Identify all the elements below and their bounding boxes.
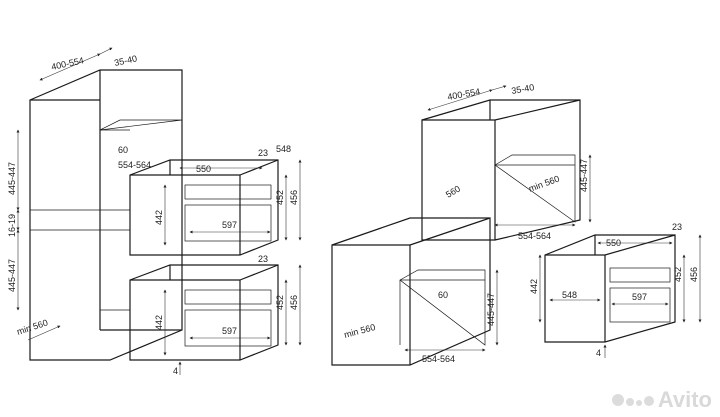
right-lower-cabinet bbox=[331, 217, 491, 366]
left-lower-oven-front-width: 597 bbox=[222, 326, 237, 336]
right-oven-front-width: 597 bbox=[632, 292, 647, 302]
right-lower-inner-width: 554-564 bbox=[422, 354, 455, 364]
left-lower-oven-top-offset: 23 bbox=[258, 254, 268, 264]
left-lower-oven-height-outer: 456 bbox=[289, 295, 299, 310]
avito-watermark: Avito bbox=[611, 387, 712, 413]
avito-watermark-text: Avito bbox=[657, 387, 712, 412]
left-top-depth: 35-40 bbox=[113, 53, 138, 68]
right-oven-top-offset: 23 bbox=[672, 222, 682, 232]
left-lower-oven-bottom-offset: 4 bbox=[173, 366, 178, 376]
right-top-depth: 35-40 bbox=[511, 82, 535, 96]
left-inner-depth: 60 bbox=[118, 145, 128, 155]
right-top-width: 400-554 bbox=[447, 86, 481, 102]
right-lower-min: min 560 bbox=[343, 322, 377, 340]
left-upper-oven-width-outer: 548 bbox=[276, 144, 291, 154]
right-upper-height: 445-447 bbox=[579, 159, 589, 192]
right-oven-depth: 550 bbox=[606, 238, 621, 248]
left-lower-height: 445-447 bbox=[7, 259, 17, 292]
left-upper-oven-top-offset: 23 bbox=[258, 148, 268, 158]
right-upper-min: min 560 bbox=[527, 174, 561, 194]
right-upper-depth: 560 bbox=[444, 184, 462, 200]
avito-logo-icon bbox=[611, 394, 654, 406]
left-top-width: 400-554 bbox=[50, 55, 84, 72]
left-upper-oven-front-height: 442 bbox=[154, 210, 164, 225]
right-oven-height-outer: 456 bbox=[689, 267, 699, 282]
right-lower-inner-depth: 60 bbox=[438, 290, 448, 300]
left-upper-inner-width: 554-564 bbox=[118, 160, 151, 170]
right-upper-inner-width: 554-564 bbox=[518, 231, 551, 241]
left-upper-oven-front-width: 597 bbox=[222, 220, 237, 230]
right-upper-cabinet bbox=[421, 99, 581, 241]
right-oven-height-inner: 452 bbox=[673, 267, 683, 282]
left-lower-oven-height-inner: 452 bbox=[275, 295, 285, 310]
left-upper-oven bbox=[129, 159, 279, 256]
right-oven-side-width: 548 bbox=[562, 290, 577, 300]
left-upper-height: 445-447 bbox=[7, 162, 17, 195]
left-upper-oven-height-inner: 452 bbox=[275, 190, 285, 205]
left-lower-oven bbox=[129, 264, 279, 361]
left-upper-oven-depth: 550 bbox=[196, 164, 211, 174]
left-upper-oven-height-outer: 456 bbox=[289, 190, 299, 205]
left-gap: 16-19 bbox=[7, 214, 17, 237]
right-oven bbox=[544, 234, 676, 343]
left-lower-oven-front-height: 442 bbox=[154, 315, 164, 330]
right-oven-front-height: 442 bbox=[529, 279, 539, 294]
left-base-min: min 560 bbox=[16, 317, 50, 336]
right-lower-height: 445-447 bbox=[486, 293, 496, 326]
right-oven-bottom-offset: 4 bbox=[596, 348, 601, 358]
